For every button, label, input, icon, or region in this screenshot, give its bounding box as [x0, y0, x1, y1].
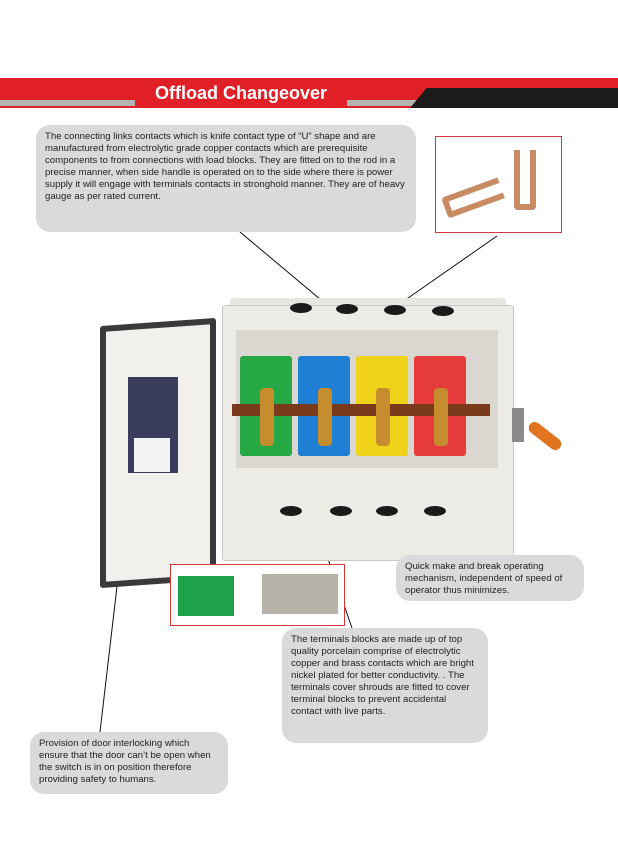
porcelain-terminal-image — [262, 574, 338, 614]
cable-entry-hole — [290, 303, 312, 313]
terminal-shroud-image — [178, 576, 234, 616]
cable-entry-hole — [384, 305, 406, 315]
knife-contact — [318, 388, 332, 446]
callout-connecting-links: The connecting links contacts which is k… — [36, 125, 416, 232]
page-title: Offload Changeover — [154, 83, 328, 103]
u-link-image — [514, 150, 536, 210]
operating-rod — [232, 404, 490, 416]
bottom-entry-hole — [424, 506, 446, 516]
title-tab — [135, 78, 347, 108]
header-band-dark — [410, 88, 618, 108]
bottom-entry-hole — [376, 506, 398, 516]
callout-terminal-blocks: The terminals blocks are made up of top … — [282, 628, 488, 743]
door-caution-label — [134, 438, 170, 472]
inset-u-links — [435, 136, 562, 233]
side-handle-shaft — [512, 408, 524, 442]
callout-door-interlock: Provision of door interlocking which ens… — [30, 732, 228, 794]
cable-entry-hole — [336, 304, 358, 314]
knife-contact — [434, 388, 448, 446]
callout-mechanism: Quick make and break operating mechanism… — [396, 555, 584, 601]
knife-contact — [260, 388, 274, 446]
bottom-entry-hole — [330, 506, 352, 516]
bottom-entry-hole — [280, 506, 302, 516]
cable-entry-hole — [432, 306, 454, 316]
knife-contact — [376, 388, 390, 446]
